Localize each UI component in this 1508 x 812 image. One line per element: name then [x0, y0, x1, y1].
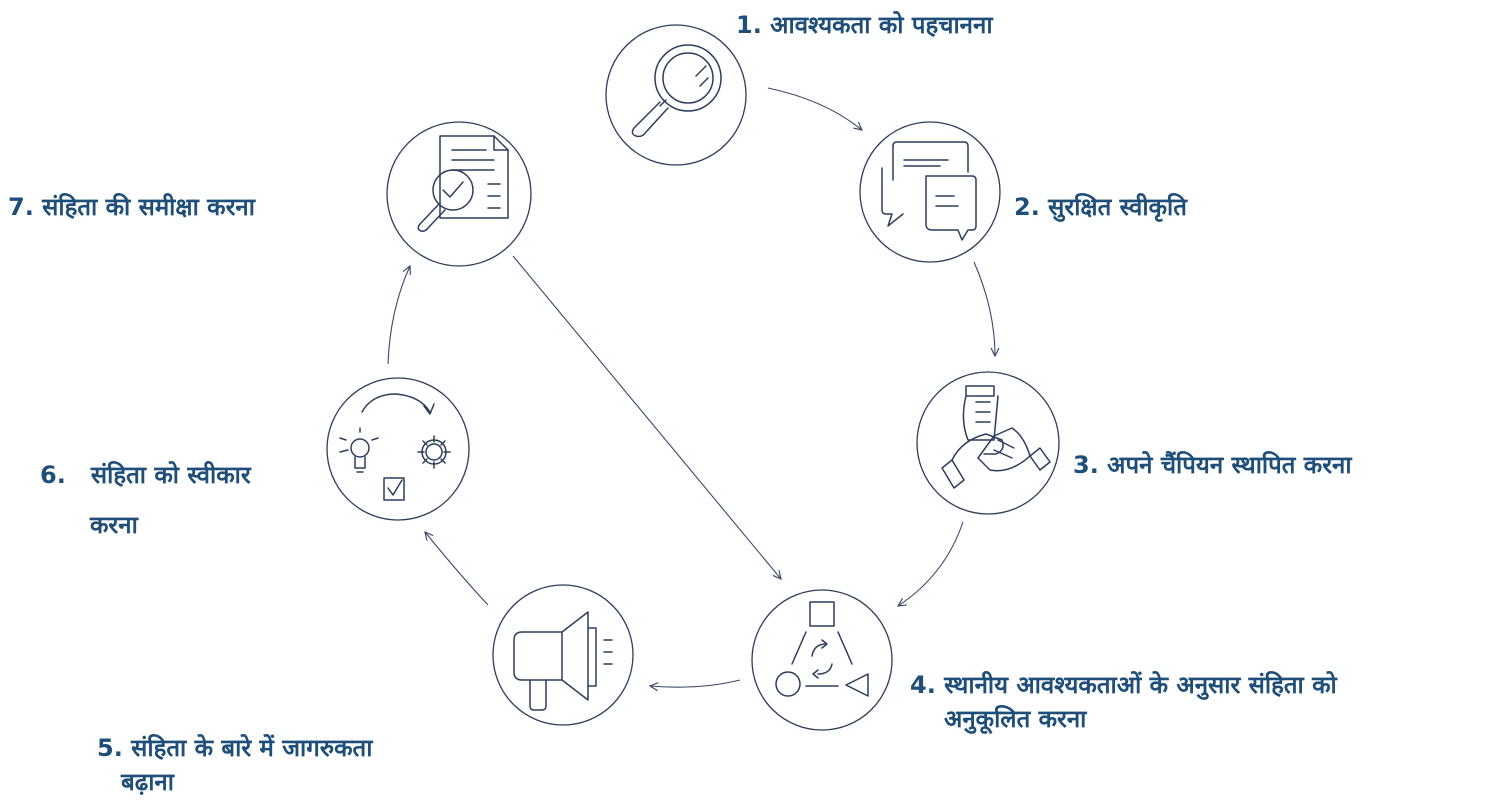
stacked-hands-icon [941, 385, 1051, 489]
megaphone-icon [513, 611, 613, 711]
step-6-label-line-2: करना [90, 511, 138, 539]
document-review-icon [417, 135, 509, 232]
arrow-3-to-4 [898, 521, 964, 606]
step-7-label: 7. संहिता की समीक्षा करना [8, 190, 255, 224]
step-5-label: 5. संहिता के बारे में जागरुकता बढ़ाना [97, 731, 372, 799]
step-3-label-line-1: 3. अपने चैंपियन स्थापित करना [1073, 451, 1352, 479]
step-4-node [751, 589, 893, 731]
step-1-label: 1. आवश्यकता को पहचानना [736, 8, 993, 42]
step-5-node [492, 584, 634, 726]
chat-bubbles-icon [881, 141, 977, 241]
step-4-label: 4. स्थानीय आवश्यकताओं के अनुसार संहिता क… [910, 668, 1337, 736]
step-3-label: 3. अपने चैंपियन स्थापित करना [1073, 448, 1352, 482]
step-6-label: 6. संहिता को स्वीकार करना [40, 458, 251, 542]
arrow-4-to-5 [650, 679, 741, 687]
step-6-node [326, 377, 470, 521]
step-2-node [859, 121, 1001, 263]
arrow-6-to-7 [387, 266, 410, 365]
step-5-label-line-1: 5. संहिता के बारे में जागरुकता [97, 734, 373, 762]
arrow-7-to-4 [512, 255, 781, 579]
step-4-label-line-2: अनुकूलित करना [944, 705, 1087, 733]
arrow-2-to-3 [973, 261, 995, 356]
step-3-node [916, 371, 1060, 515]
step-1-node [605, 24, 747, 166]
shapes-adapt-icon [775, 601, 869, 697]
step-2-label: 2. सुरक्षित स्वीकृति [1014, 190, 1187, 224]
step-6-label-line-1: 6. संहिता को स्वीकार [40, 461, 251, 489]
idea-to-gear-icon [339, 393, 451, 501]
step-2-label-line-1: 2. सुरक्षित स्वीकृति [1014, 193, 1187, 221]
arrow-1-to-2 [767, 87, 862, 130]
step-7-node [386, 121, 532, 267]
magnifier-icon [631, 44, 722, 138]
step-7-label-line-1: 7. संहिता की समीक्षा करना [8, 193, 255, 221]
step-1-label-line-1: 1. आवश्यकता को पहचानना [736, 11, 993, 39]
arrow-5-to-6 [425, 532, 489, 606]
step-5-label-line-2: बढ़ाना [121, 768, 174, 796]
step-4-label-line-1: 4. स्थानीय आवश्यकताओं के अनुसार संहिता क… [910, 671, 1337, 699]
